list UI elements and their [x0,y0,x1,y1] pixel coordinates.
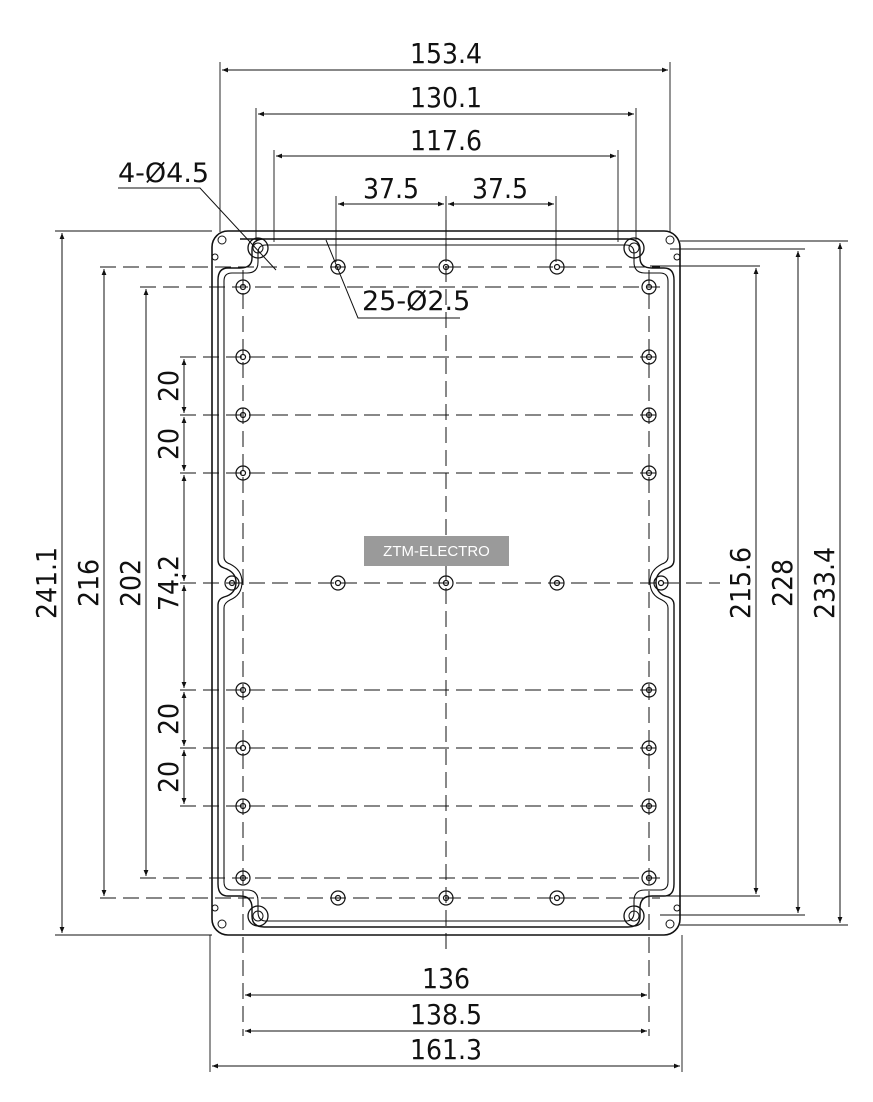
dim-202: 202 [114,559,147,607]
dim-228: 228 [766,559,799,607]
leader-lines [118,187,460,319]
dim-136: 136 [422,962,470,995]
dim-241-1: 241.1 [30,547,63,619]
center-lines [100,220,720,1036]
extension-lines [55,62,848,1072]
pcb-hole-callout: 25-Ø2.5 [362,286,470,317]
dim-20-c: 20 [152,703,185,735]
seal-groove [217,238,675,928]
dim-161-3: 161.3 [410,1033,482,1066]
dim-215-6: 215.6 [724,547,757,619]
dimension-lines [59,67,843,1069]
dim-138-5: 138.5 [410,998,482,1031]
pcb-bosses [224,259,669,906]
dim-117-6: 117.6 [410,124,482,157]
dim-74-2: 74.2 [152,555,185,611]
dim-216: 216 [72,559,105,607]
dim-130-1: 130.1 [410,81,482,114]
watermark-label: ZTM-ELECTRO [364,536,509,566]
mount-hole-callout: 4-Ø4.5 [118,158,209,189]
dim-20-d: 20 [152,761,185,793]
dim-233-4: 233.4 [808,547,841,619]
dim-37-5-right: 37.5 [472,172,528,205]
dim-20-b: 20 [152,428,185,460]
dim-37-5-left: 37.5 [363,172,419,205]
corner-holes [211,235,681,929]
dim-153-4: 153.4 [410,37,482,70]
dim-20-a: 20 [152,370,185,402]
